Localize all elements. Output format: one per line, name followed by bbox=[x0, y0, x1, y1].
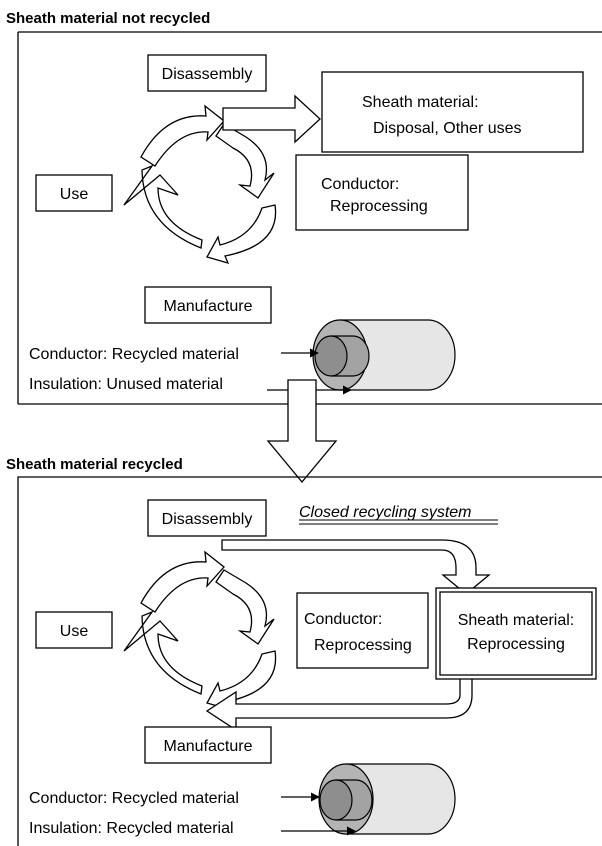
bottom-legend-conductor: Conductor: Recycled material bbox=[29, 790, 239, 807]
bottom-disassembly-label: Disassembly bbox=[162, 511, 253, 528]
bottom-cable-icon bbox=[318, 763, 456, 835]
bottom-legend-insulation: Insulation: Recycled material bbox=[29, 820, 234, 837]
top-legend-insulation: Insulation: Unused material bbox=[29, 376, 223, 393]
top-cycle-arrows bbox=[123, 104, 277, 265]
bottom-sheath-box bbox=[439, 591, 593, 676]
top-use-box bbox=[35, 174, 113, 212]
top-to-sheath-arrow bbox=[222, 94, 321, 144]
top-conductor-line2: Reprocessing bbox=[330, 198, 428, 215]
bottom-conductor-line1: Conductor: bbox=[304, 611, 382, 628]
top-conductor-line1: Conductor: bbox=[321, 176, 399, 193]
bottom-disassembly-box bbox=[147, 499, 267, 537]
top-panel-heading: Sheath material not recycled bbox=[6, 10, 210, 27]
closed-recycling-system-label: Closed recycling system bbox=[299, 504, 472, 521]
top-sheath-box bbox=[321, 71, 584, 153]
bottom-panel-frame bbox=[17, 476, 602, 846]
top-cable-icon bbox=[312, 319, 456, 391]
top-use-label: Use bbox=[60, 186, 89, 203]
bottom-conductor-line2: Reprocessing bbox=[314, 637, 412, 654]
top-manufacture-box bbox=[144, 286, 272, 324]
bottom-conductor-box bbox=[296, 592, 429, 669]
bottom-manufacture-label: Manufacture bbox=[164, 738, 253, 755]
bottom-sheath-line1: Sheath material: bbox=[458, 612, 575, 629]
transition-down-arrow bbox=[266, 379, 338, 484]
bottom-use-label: Use bbox=[60, 623, 89, 640]
bottom-manufacture-box bbox=[144, 726, 272, 764]
top-legend-conductor: Conductor: Recycled material bbox=[29, 346, 239, 363]
top-manufacture-label: Manufacture bbox=[164, 298, 253, 315]
bottom-use-box bbox=[35, 611, 113, 649]
bottom-sheath-line2: Reprocessing bbox=[467, 636, 565, 653]
sheath-to-manufacture-arrow bbox=[205, 677, 473, 732]
bottom-to-sheath-arrow bbox=[221, 539, 491, 595]
top-sheath-line1: Sheath material: bbox=[362, 94, 479, 111]
top-sheath-line2: Disposal, Other uses bbox=[373, 120, 522, 137]
top-disassembly-box bbox=[147, 54, 267, 92]
top-disassembly-label: Disassembly bbox=[162, 66, 253, 83]
top-conductor-box bbox=[295, 154, 469, 231]
bottom-cycle-arrows bbox=[123, 550, 277, 711]
bottom-panel-heading: Sheath material recycled bbox=[6, 456, 183, 473]
